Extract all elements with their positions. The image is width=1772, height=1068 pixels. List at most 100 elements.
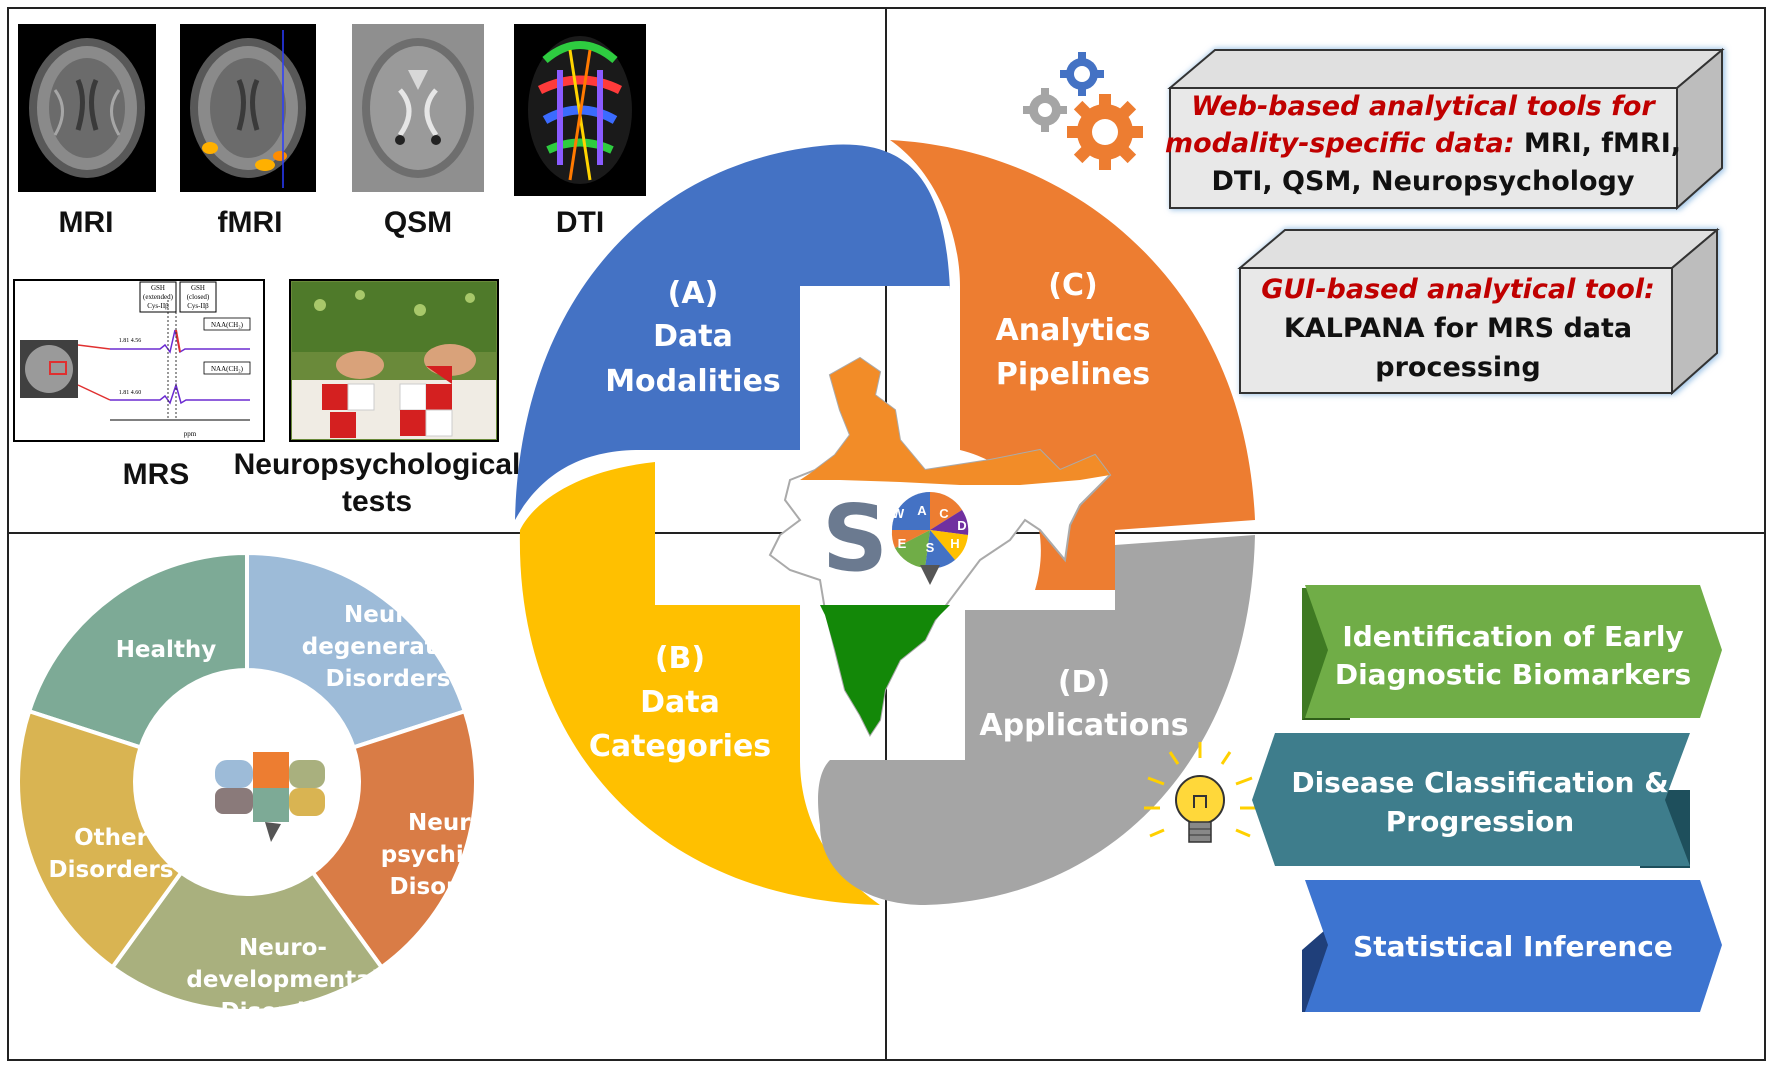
logo-letter: S (822, 485, 888, 592)
gui-tool-line1: GUI-based analytical tool: (1261, 274, 1655, 305)
neuropsych-photo (289, 279, 499, 442)
logo-tile-e (895, 530, 930, 568)
donut-segment-healthy (26, 550, 249, 750)
logo-tile-label: H (950, 536, 959, 551)
web-tools-line2-plain: MRI, fMRI, (1515, 128, 1681, 159)
category-neuropsych-line: Disorders (390, 874, 515, 900)
category-other-line: Other (74, 825, 149, 851)
quadrant-c-code: (C) (1048, 268, 1097, 303)
application-3-line: Statistical Inference (1353, 930, 1673, 963)
category-neurodeg-line: Disorders (326, 666, 451, 692)
quadrant-a-code: (A) (668, 276, 719, 311)
donut-segment-neuropsychiatric (310, 708, 478, 971)
gui-tool-box: GUI-based analytical tool: KALPANA for M… (1237, 227, 1720, 396)
qsm-caption: QSM (384, 206, 452, 239)
fmri-caption: fMRI (218, 206, 283, 239)
logo-tile-w (892, 492, 930, 530)
mri-caption: MRI (59, 206, 114, 239)
mrs-peak1-sub: (extended) (143, 293, 174, 301)
mrs-peak2-sub2: Cys-IIβ (187, 302, 209, 310)
logo-tile-d (930, 530, 968, 560)
quadrant-b-line1: Data (640, 685, 720, 720)
tools-panel: Web-based analytical tools for modality-… (1023, 47, 1725, 396)
quadrant-d-line1: Applications (979, 708, 1188, 743)
gui-tool-line3: processing (1375, 352, 1540, 383)
mrs-naa2: NAA(CH₂) (211, 365, 244, 373)
mrs-v2: 1.81 4.60 (119, 390, 142, 396)
gui-tool-line2: KALPANA for MRS data (1284, 313, 1632, 344)
logo-tile-h (891, 530, 930, 548)
mrs-peak1-label: GSH (151, 284, 165, 292)
category-neurodeg-line: Neuro- (344, 602, 432, 628)
modalities-panel: MRI fMRI QSM (13, 24, 646, 518)
quadrant-c-shape (890, 140, 1255, 590)
logo-tile-label: C (939, 506, 949, 521)
dti-image (514, 24, 646, 196)
categories-donut: Healthy Neuro- degenerative Disorders Ne… (16, 550, 523, 1025)
logo-tile-label: S (926, 540, 935, 555)
mrs-xaxis: ppm (184, 430, 197, 438)
mrs-naa1: NAA(CH₂) (211, 321, 244, 329)
application-banner-statistics: Statistical Inference (1302, 880, 1722, 1012)
brain-puzzle-icon (215, 752, 325, 842)
lightbulb-icon (1144, 742, 1256, 843)
application-banner-classification: Disease Classification & Progression (1252, 733, 1690, 868)
logo-tile-label: W (892, 506, 905, 521)
category-neuropsych-line: Neuro- (408, 810, 496, 836)
logo-tile-label: E (898, 536, 907, 551)
quadrant-a-line1: Data (653, 319, 733, 354)
quadrant-b-line2: Categories (589, 729, 771, 764)
donut-segment-neurodevelopmental (109, 869, 385, 1013)
donut-segments (16, 550, 478, 1013)
logo-tile-label: D (957, 518, 966, 533)
category-neurodeg-line: degenerative (302, 634, 474, 660)
mrs-caption: MRS (123, 458, 190, 491)
mri-image (18, 24, 156, 192)
web-tools-line1: Web-based analytical tools for (1191, 91, 1656, 122)
quadrant-c-line1: Analytics (996, 313, 1151, 348)
applications-panel: Identification of Early Diagnostic Bioma… (1144, 585, 1722, 1012)
quadrant-a-line2: Modalities (605, 364, 781, 399)
quadrant-c-line2: Pipelines (996, 357, 1150, 392)
fmri-image (180, 24, 316, 192)
logo-tile-c (930, 510, 969, 535)
category-neuropsych-line: psychiatric (381, 842, 523, 868)
mrs-peak1-sub2: Cys-IIβ (147, 302, 169, 310)
mrs-v1: 1.81 4.56 (119, 338, 142, 344)
application-1-line: Identification of Early (1342, 620, 1683, 653)
web-tools-line3: DTI, QSM, Neuropsychology (1212, 166, 1635, 197)
quadrant-a-shape (515, 144, 950, 520)
quadrant-d-shape (818, 535, 1255, 905)
logo-tile-label: A (917, 503, 927, 518)
logo-tile-s (925, 530, 955, 569)
dti-caption: DTI (556, 206, 604, 239)
logo-tile-a (930, 492, 962, 530)
web-tools-box: Web-based analytical tools for modality-… (1165, 47, 1725, 211)
quadrant-b-shape (519, 462, 880, 905)
category-other-line: Disorders (49, 857, 174, 883)
application-1-line: Diagnostic Biomarkers (1335, 658, 1691, 691)
category-neurodev-line: Neuro- (239, 935, 327, 961)
quadrant-d-code: (D) (1058, 665, 1110, 700)
quadrant-b-code: (B) (655, 641, 705, 676)
category-neurodev-line: Disorders (221, 999, 346, 1025)
gears-icon (1023, 52, 1143, 170)
donut-segment-other (16, 708, 184, 971)
qsm-image (352, 24, 484, 192)
category-neurodev-line: developmental (186, 967, 379, 993)
category-healthy-label: Healthy (116, 637, 217, 663)
web-tools-line2-italic: modality-specific data: (1165, 128, 1515, 159)
svg-text:modality-specific data: MRI, f: modality-specific data: MRI, fMRI, (1165, 128, 1681, 159)
donut-segment-neurodegenerative (245, 550, 468, 750)
neuro-caption-line1: Neuropsychological (234, 448, 521, 481)
application-2-line: Progression (1386, 805, 1575, 838)
mrs-peak2-sub: (closed) (187, 293, 210, 301)
neuro-caption-line2: tests (342, 485, 412, 518)
project-logo: S W A C D E S H (822, 485, 969, 592)
application-banner-biomarkers: Identification of Early Diagnostic Bioma… (1302, 585, 1722, 720)
central-quadrant-diagram: S W A C D E S H (A) Data Modalities (C) … (515, 140, 1255, 905)
application-2-line: Disease Classification & (1291, 766, 1668, 799)
mrs-image: GSH (extended) Cys-IIβ GSH (closed) Cys-… (13, 279, 265, 442)
mrs-peak2-label: GSH (191, 284, 205, 292)
